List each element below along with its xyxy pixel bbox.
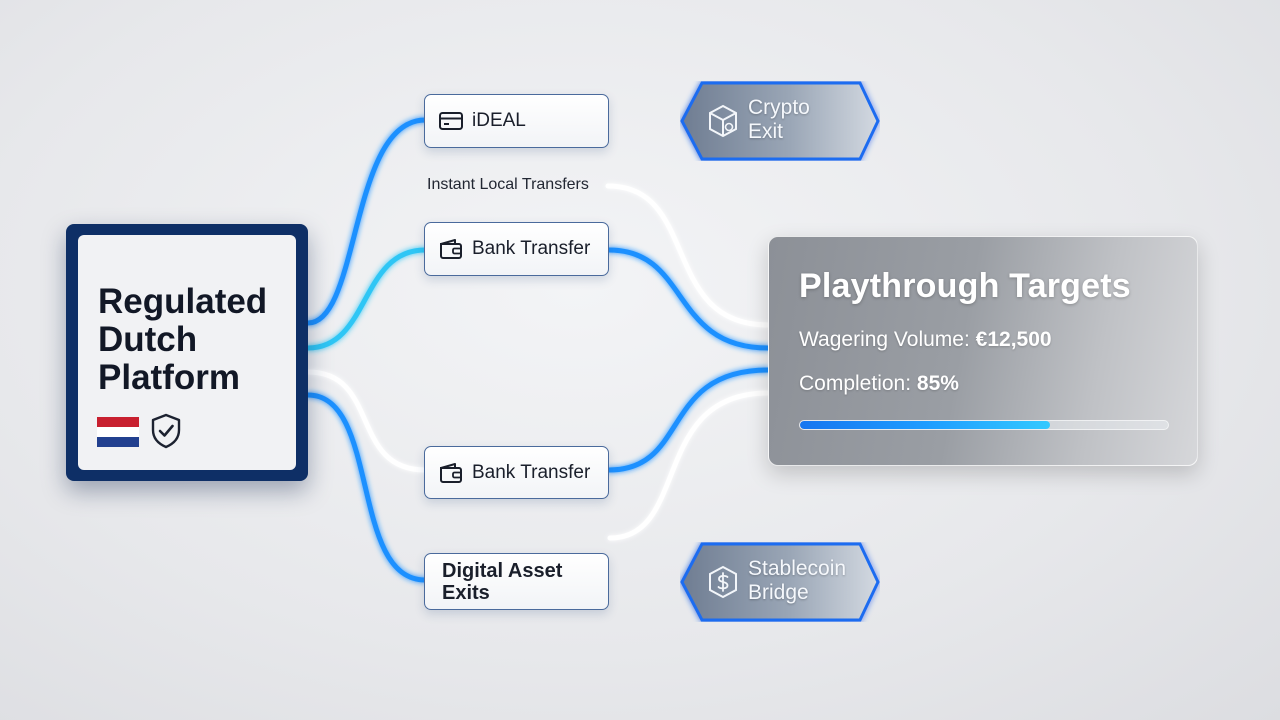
platform-card: Regulated Dutch Platform	[66, 224, 308, 481]
platform-title: Regulated Dutch Platform	[98, 282, 268, 397]
line-platform-bank-bottom	[305, 369, 428, 473]
hexagon-shape	[680, 542, 880, 622]
flag-stripe-blue	[97, 437, 139, 447]
line-bank-bottom-targets	[606, 367, 771, 473]
exit-stablecoin-bridge[interactable]: Stablecoin Bridge	[680, 542, 880, 622]
card-icon	[439, 112, 463, 130]
completion-label: Completion:	[799, 372, 912, 395]
dollar-coin-icon	[709, 565, 737, 599]
line-caption-targets	[605, 183, 771, 328]
completion-value: 85%	[916, 372, 959, 395]
completion: Completion: 85%	[799, 372, 1167, 396]
line-platform-digital	[305, 392, 428, 583]
node-bank-transfer-bottom[interactable]: Bank Transfer	[424, 446, 609, 499]
playthrough-targets-panel: Playthrough Targets Wagering Volume: €12…	[768, 236, 1198, 466]
exit-crypto-label: Crypto Exit	[748, 96, 810, 143]
targets-title: Playthrough Targets	[799, 267, 1131, 305]
shield-check-icon	[151, 413, 181, 449]
flag-stripe-white	[97, 427, 139, 437]
exit-crypto[interactable]: Crypto Exit	[680, 81, 880, 161]
node-ideal[interactable]: iDEAL	[424, 94, 609, 148]
node-ideal-label: iDEAL	[472, 110, 526, 131]
wallet-icon	[440, 239, 462, 259]
node-digital-asset-exits[interactable]: Digital Asset Exits	[424, 553, 609, 610]
caption-instant-transfers: Instant Local Transfers	[427, 176, 589, 193]
flag-stripe-red	[97, 417, 139, 427]
node-bank-transfer-top[interactable]: Bank Transfer	[424, 222, 609, 276]
wagering-value: €12,500	[975, 328, 1052, 351]
wagering-label: Wagering Volume:	[799, 328, 970, 351]
node-bank-transfer-bottom-label: Bank Transfer	[472, 461, 591, 483]
completion-progress-fill	[800, 421, 1051, 429]
wagering-volume: Wagering Volume: €12,500	[799, 328, 1167, 352]
crypto-box-icon	[709, 104, 737, 138]
completion-progress-bar	[799, 420, 1169, 430]
line-lower-targets	[607, 390, 771, 541]
platform-card-inner: Regulated Dutch Platform	[78, 235, 296, 470]
line-platform-ideal	[305, 117, 428, 326]
node-digital-asset-exits-label: Digital Asset Exits	[442, 559, 563, 604]
line-platform-bank-top	[305, 247, 428, 351]
node-bank-transfer-top-label: Bank Transfer	[472, 238, 591, 259]
netherlands-flag-icon	[97, 417, 139, 447]
exit-stablecoin-label: Stablecoin Bridge	[748, 557, 847, 604]
line-bank-top-targets	[606, 247, 771, 351]
wallet-icon	[440, 462, 462, 483]
hexagon-shape	[680, 81, 880, 161]
